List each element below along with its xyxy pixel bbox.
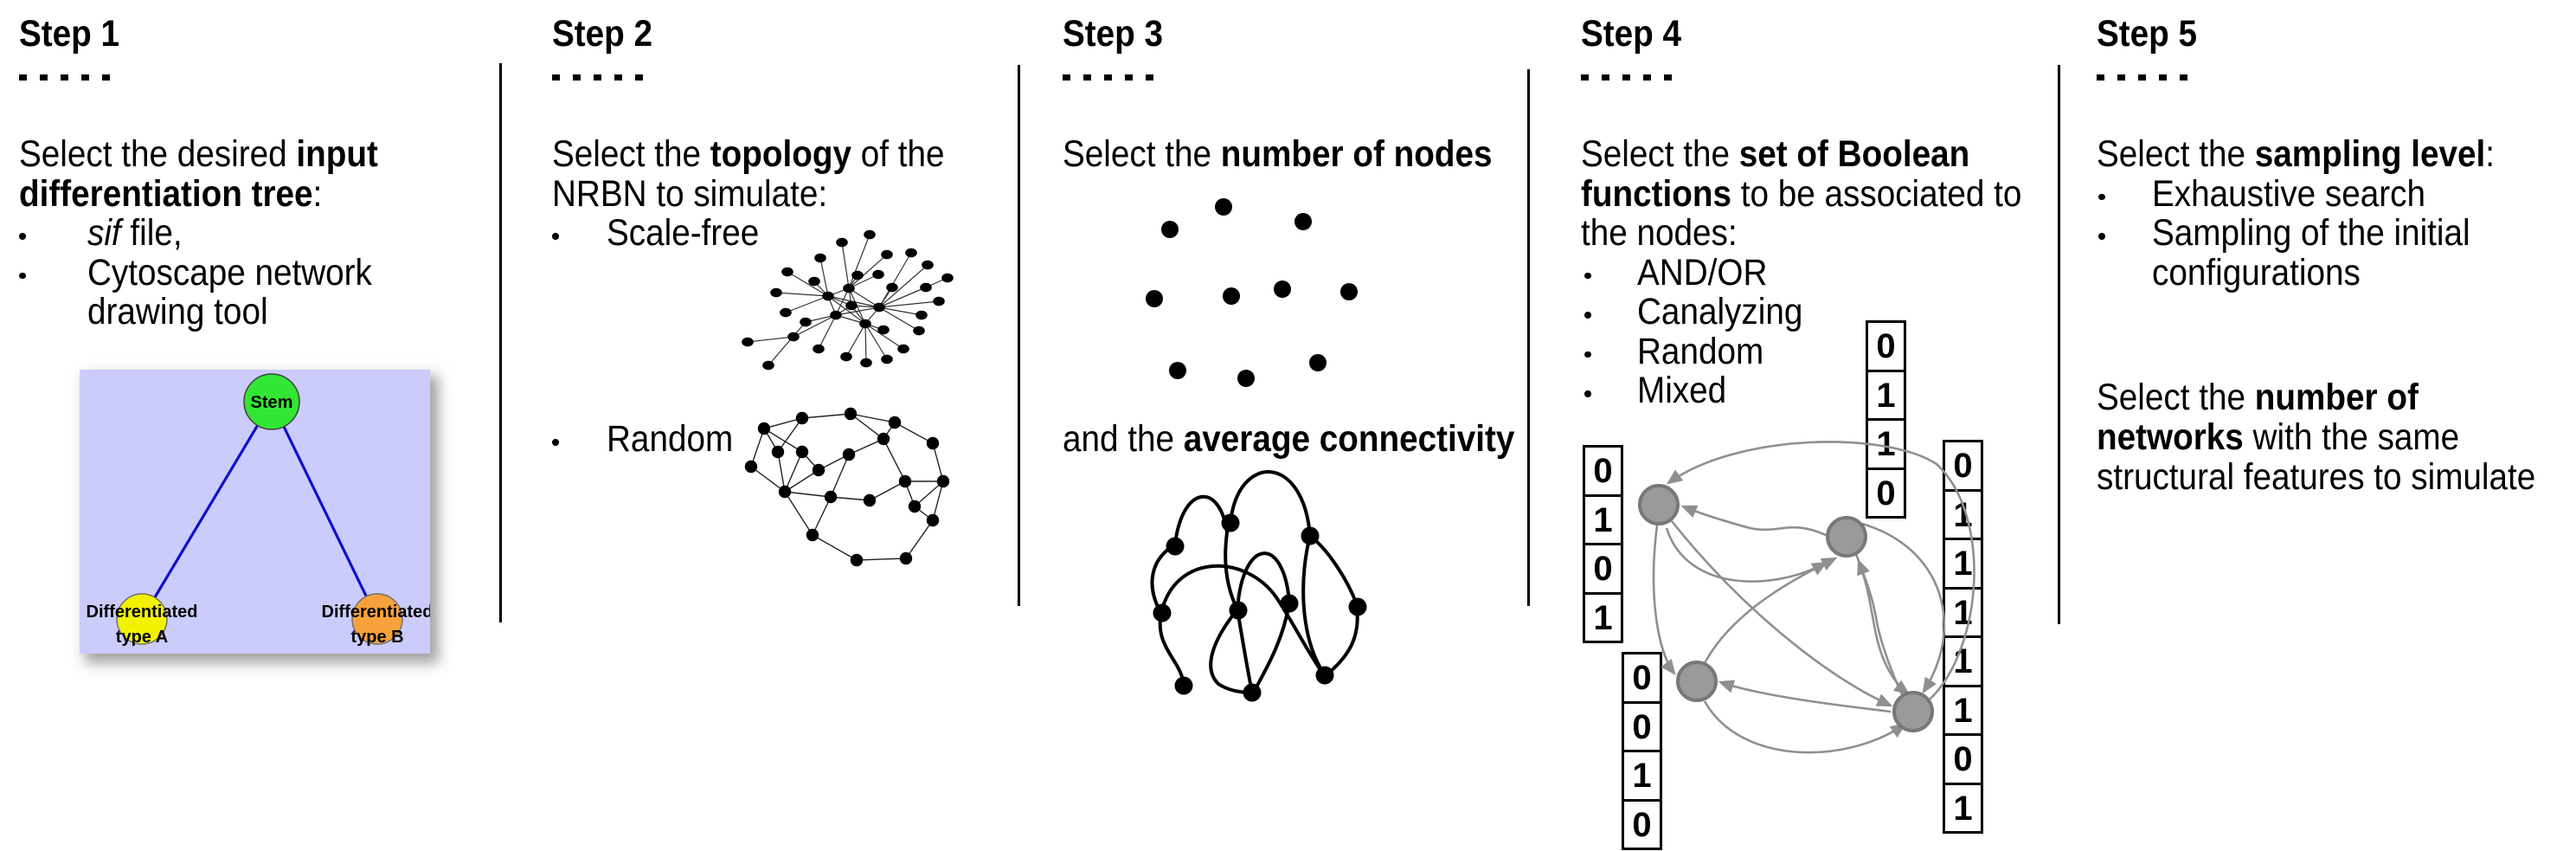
svg-text:Differentiated: Differentiated: [87, 603, 198, 622]
svg-text:type B: type B: [350, 628, 403, 647]
svg-text:Stem: Stem: [251, 393, 293, 412]
svg-text:type A: type A: [116, 628, 168, 647]
svg-text:Differentiated: Differentiated: [322, 603, 430, 622]
